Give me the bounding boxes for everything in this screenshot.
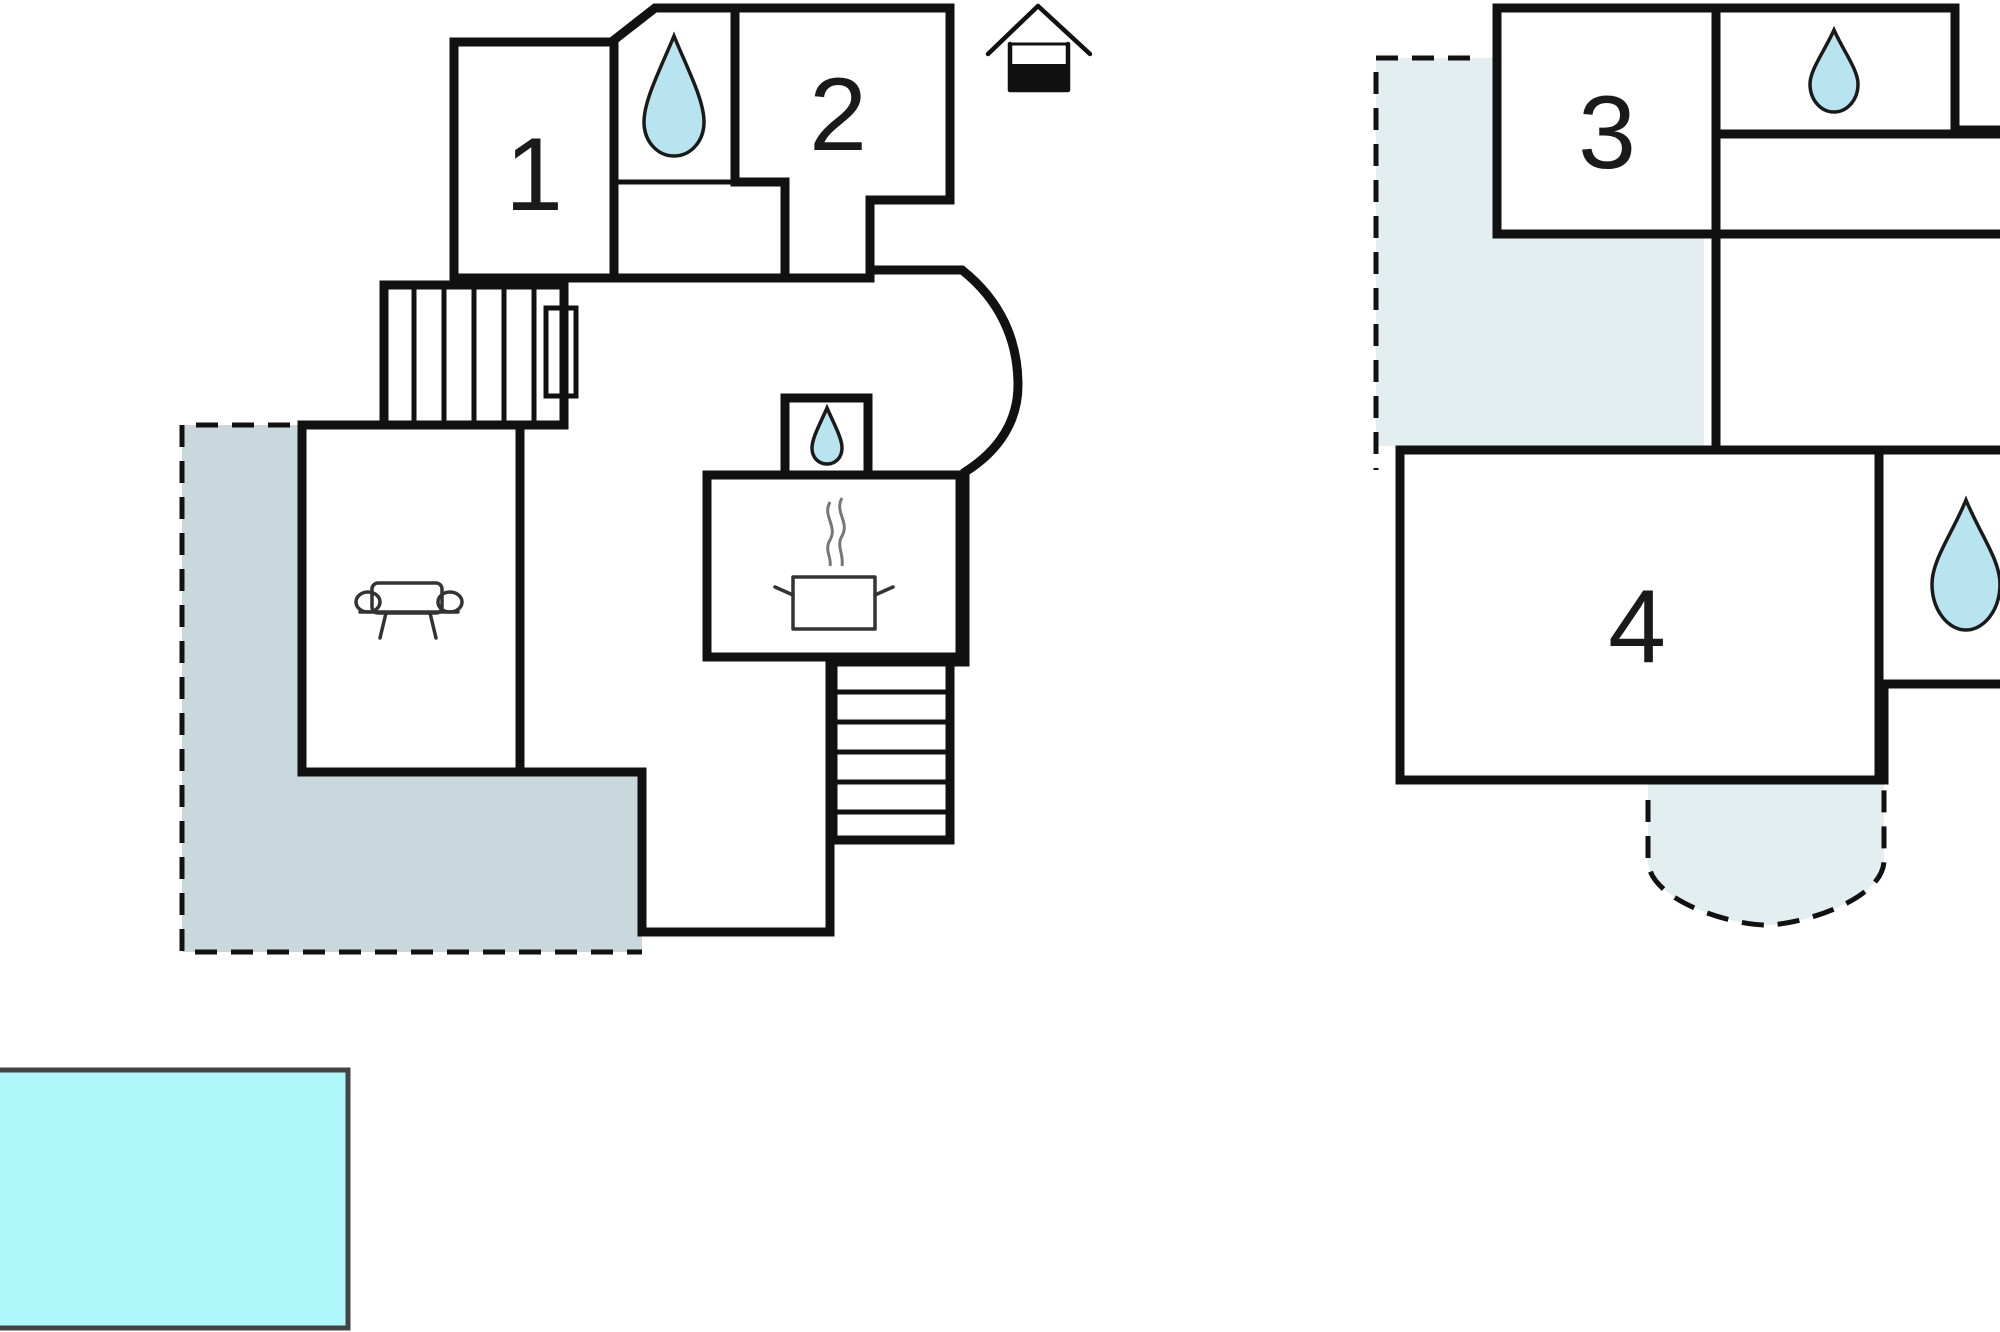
bathroom [1711, 3, 2000, 139]
water-drop-icon [1808, 25, 1860, 114]
staircase-lower [828, 657, 955, 845]
left-unit: 1 2 [179, 3, 1023, 955]
right-unit: 3 4 [1373, 3, 2000, 928]
water-drop-icon [810, 403, 844, 466]
water-drop-icon [1930, 495, 2000, 632]
pool [0, 1067, 351, 1331]
bedroom-3 [1492, 3, 1721, 239]
living-room [297, 420, 525, 777]
bedroom-2 [730, 3, 955, 283]
railing [543, 305, 579, 399]
bedroom-number: 4 [1608, 569, 1666, 685]
balcony-dashed-edge [1645, 790, 1887, 928]
cooking-pot-icon [773, 497, 895, 631]
bedroom-number: 1 [505, 117, 563, 233]
terrace [182, 425, 642, 952]
bedroom-4 [1395, 445, 1884, 785]
sofa-icon [354, 581, 464, 640]
water-drop-icon [642, 31, 706, 158]
hallway [1711, 128, 2000, 457]
balcony [1648, 780, 1884, 925]
bedroom-number: 2 [809, 57, 867, 173]
kitchen [702, 470, 965, 662]
staircase-upper [379, 280, 579, 430]
terrace-dashed-edge [1373, 55, 1470, 470]
terrace-dashed-edge [179, 422, 642, 955]
bedroom-number: 3 [1578, 75, 1636, 191]
entrance-house-icon [985, 3, 1093, 93]
